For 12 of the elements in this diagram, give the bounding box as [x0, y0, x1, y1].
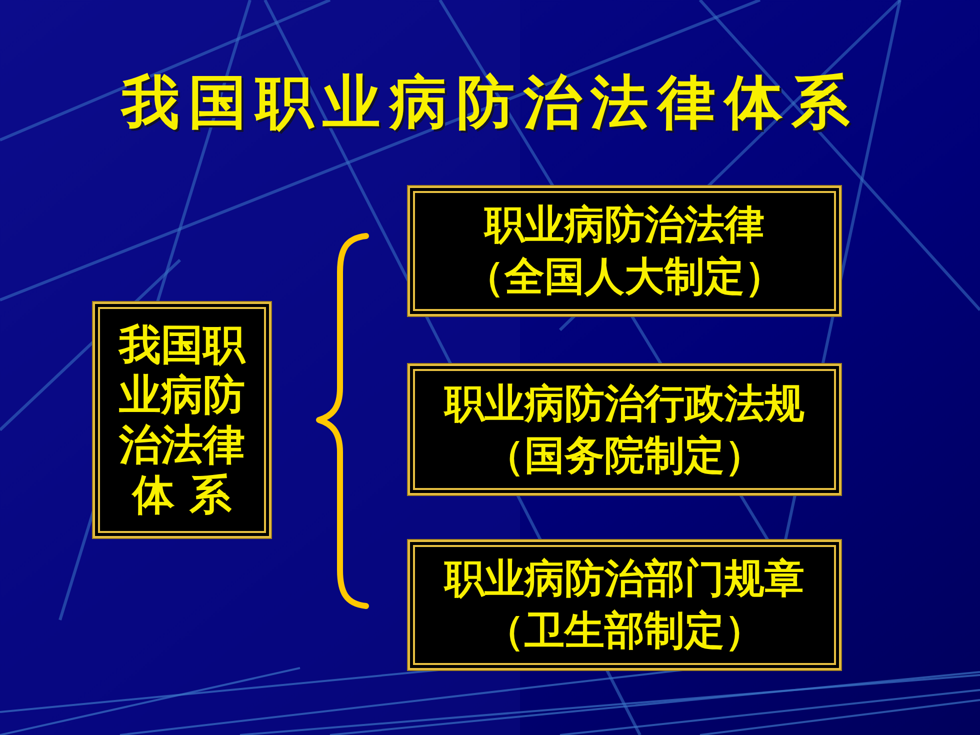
- box-heading: 职业病防治法律: [484, 201, 764, 250]
- slide-title: 我国职业病防治法律体系: [120, 67, 860, 138]
- framed-box: [408, 186, 841, 316]
- framed-box: [408, 540, 841, 670]
- box-heading: 我国职业病防治法律体 系: [118, 320, 246, 520]
- framed-box: [408, 364, 841, 495]
- box-subheading: （全国人大制定）: [464, 253, 784, 302]
- box-heading: 职业病防治行政法规: [444, 380, 804, 428]
- box-heading: 职业病防治部门规章: [444, 555, 804, 604]
- box-subheading: （卫生部制定）: [484, 607, 764, 656]
- framed-box: [93, 302, 271, 538]
- box-subheading: （国务院制定）: [484, 432, 764, 480]
